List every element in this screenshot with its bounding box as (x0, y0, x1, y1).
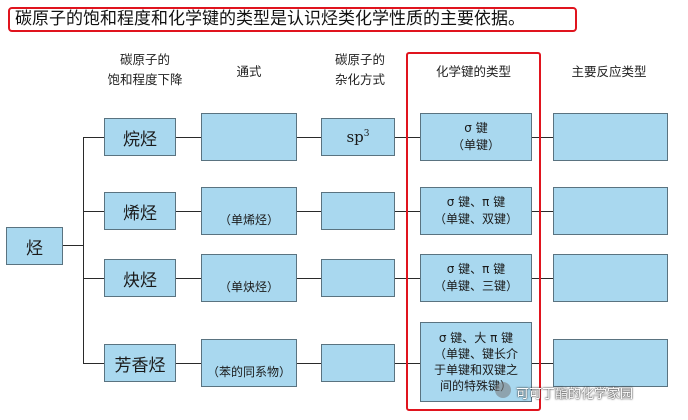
row1-link-b (297, 137, 321, 138)
branch-alkene (83, 211, 104, 212)
bond-alkyne-line1: σ 键、π 键 (446, 262, 506, 276)
row2-link-b (297, 211, 321, 212)
row3-link-d (532, 278, 553, 279)
node-alkene: 烯烃 (104, 192, 176, 230)
root-connector (63, 245, 83, 246)
formula-note-alkyne: （单炔烃） (218, 280, 279, 294)
col-header-formula: 通式 (236, 64, 262, 79)
hybrid-box-aromatic (321, 344, 395, 382)
col-header-hybrid-line1: 碳原子的 (334, 52, 385, 67)
branch-alkane (83, 137, 104, 138)
row1-link-a (176, 137, 201, 138)
root-node: 烃 (6, 227, 63, 265)
bond-alkene-line2: （单键、双键） (433, 212, 518, 226)
bond-alkane-line1: σ 键 (464, 121, 488, 135)
node-alkane-label: 烷烃 (123, 129, 157, 150)
formula-box-alkane (201, 113, 297, 161)
reaction-box-alkane (553, 113, 668, 161)
node-aromatic-label: 芳香烃 (114, 355, 166, 376)
row4-link-b (297, 363, 321, 364)
watermark-text: 可可丁酯的化学家园 (516, 387, 634, 402)
hybrid-label-alkane: sp3 (346, 128, 370, 146)
formula-note-alkene: （单烯烃） (218, 213, 279, 227)
hybrid-box-alkane: sp3 (321, 118, 395, 156)
bond-aromatic-line2: （单键、键长介 (433, 347, 518, 361)
node-alkane: 烷烃 (104, 118, 176, 156)
hybrid-sup-alkane: 3 (363, 129, 370, 139)
hybrid-box-alkyne (321, 259, 395, 297)
row4-link-d (532, 363, 553, 364)
watermark-logo-icon (495, 382, 511, 398)
row4-link-a (176, 363, 201, 364)
bond-alkene-line1: σ 键、π 键 (446, 195, 506, 209)
col-header-saturation-line1: 碳原子的 (119, 52, 170, 67)
root-label: 烃 (26, 238, 43, 259)
row3-link-b (297, 278, 321, 279)
formula-box-aromatic: （苯的同系物） (201, 339, 297, 387)
formula-box-alkyne: （单炔烃） (201, 254, 297, 302)
node-alkene-label: 烯烃 (123, 203, 157, 224)
node-alkyne: 炔烃 (104, 259, 176, 297)
branch-alkyne (83, 278, 104, 279)
col-header-bond: 化学键的类型 (435, 64, 511, 79)
col-header-reaction: 主要反应类型 (571, 64, 647, 79)
col-header-saturation-line2: 饱和程度下降 (107, 72, 183, 87)
bond-column-highlight (406, 52, 541, 411)
bond-alkyne-line2: （单键、三键） (433, 279, 518, 293)
col-header-saturation: 碳原子的 饱和程度下降 (100, 50, 190, 90)
bond-box-aromatic: σ 键、大 π 键 （单键、键长介 于单键和双键之 间的特殊键） (420, 322, 532, 402)
bond-alkane-line2: （单键） (451, 138, 500, 152)
formula-note-aromatic: （苯的同系物） (206, 365, 291, 379)
branch-aromatic (83, 363, 104, 364)
reaction-box-alkyne (553, 254, 668, 302)
bond-aromatic-line1: σ 键、大 π 键 (438, 331, 514, 345)
row3-link-a (176, 278, 201, 279)
hybrid-box-alkene (321, 192, 395, 230)
bond-box-alkane: σ 键 （单键） (420, 113, 532, 161)
row2-link-d (532, 211, 553, 212)
reaction-box-aromatic (553, 339, 668, 387)
col-header-hybrid-line2: 杂化方式 (334, 72, 385, 87)
bond-box-alkene: σ 键、π 键 （单键、双键） (420, 187, 532, 235)
trunk-line (83, 137, 84, 364)
col-header-hybrid: 碳原子的 杂化方式 (318, 50, 402, 90)
row1-link-d (532, 137, 553, 138)
bond-aromatic-line4: 间的特殊键） (439, 379, 512, 393)
bond-aromatic-line3: 于单键和双键之 (433, 363, 518, 377)
reaction-box-alkene (553, 187, 668, 235)
bond-box-alkyne: σ 键、π 键 （单键、三键） (420, 254, 532, 302)
formula-box-alkene: （单烯烃） (201, 187, 297, 235)
page-heading: 碳原子的饱和程度和化学键的类型是认识烃类化学性质的主要依据。 (8, 7, 577, 32)
node-alkyne-label: 炔烃 (123, 270, 157, 291)
row2-link-a (176, 211, 201, 212)
node-aromatic: 芳香烃 (104, 344, 176, 382)
